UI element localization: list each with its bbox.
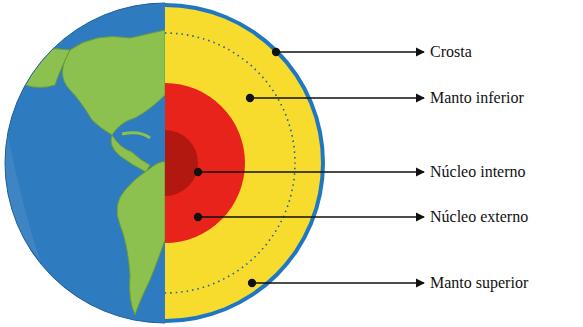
layer-label: Núcleo interno xyxy=(430,164,526,180)
layer-label: Manto superior xyxy=(430,275,528,291)
layer-label: Núcleo externo xyxy=(430,209,528,225)
layer-label: Manto inferior xyxy=(430,90,524,106)
cross-section xyxy=(165,3,325,323)
leader-lines xyxy=(195,49,425,287)
globe-half xyxy=(1,0,405,327)
layer-label: Crosta xyxy=(430,44,472,60)
